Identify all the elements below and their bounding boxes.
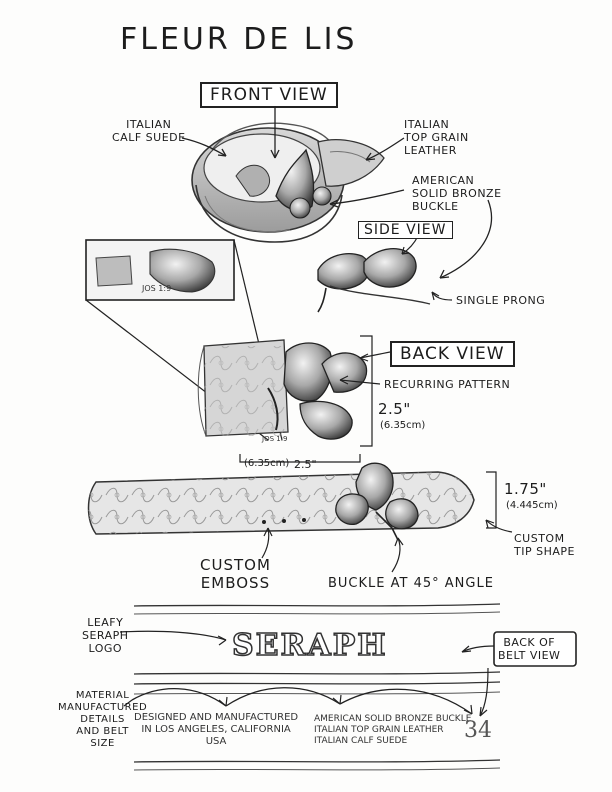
buckle-width-dimension: 2.5" bbox=[294, 458, 317, 471]
page-title: Fleur De Lis bbox=[120, 22, 358, 57]
side-view-label: Side View bbox=[358, 221, 453, 239]
single-prong-label: Single Prong bbox=[456, 294, 546, 307]
back-view-label: Back View bbox=[390, 341, 515, 367]
recurring-pattern-label: Recurring Pattern bbox=[384, 378, 511, 391]
custom-tip-shape-label: Custom Tip Shape bbox=[514, 532, 575, 558]
italian-calf-suede-label: Italian Calf Suede bbox=[112, 118, 186, 144]
back-view-buckle bbox=[197, 339, 368, 440]
back-of-belt-view-label: Back of Belt View bbox=[498, 636, 561, 662]
materials-stamp: American Solid Bronze Buckle Italian Top… bbox=[314, 714, 472, 746]
leafy-seraph-logo-label: Leafy Seraph Logo bbox=[82, 616, 129, 655]
buckle-height-cm: (6.35cm) bbox=[380, 420, 426, 431]
front-view-label: Front View bbox=[200, 82, 338, 108]
buckle-angle-label: Buckle at 45° Angle bbox=[328, 576, 494, 591]
bronze-buckle-label: American Solid Bronze Buckle bbox=[412, 174, 502, 213]
designed-in-la-stamp: Designed and Manufactured in Los Angeles… bbox=[134, 712, 299, 747]
belt-width-dimension: 1.75" bbox=[504, 480, 547, 498]
buckle-width-cm: (6.35cm) bbox=[244, 458, 290, 469]
side-view-buckle bbox=[317, 247, 431, 313]
front-view-belt-roll bbox=[191, 122, 385, 243]
back-of-belt bbox=[123, 603, 501, 771]
italian-top-grain-label: Italian Top Grain Leather bbox=[404, 118, 469, 157]
belt-width-cm: (4.445cm) bbox=[506, 500, 558, 511]
material-details-label: Material Manufactured Details and Belt S… bbox=[58, 690, 148, 749]
belt-size-stamp: 34 bbox=[464, 718, 492, 743]
inset-verse-stamp: JOS 1:9 bbox=[142, 284, 172, 293]
seraph-logo: SERAPH bbox=[231, 627, 388, 664]
buckle-height-dimension: 2.5" bbox=[378, 400, 411, 418]
back-verse-stamp: JOS 1:9 bbox=[262, 435, 288, 443]
custom-emboss-label: Custom Emboss bbox=[200, 556, 271, 592]
belt-strap bbox=[87, 462, 475, 541]
